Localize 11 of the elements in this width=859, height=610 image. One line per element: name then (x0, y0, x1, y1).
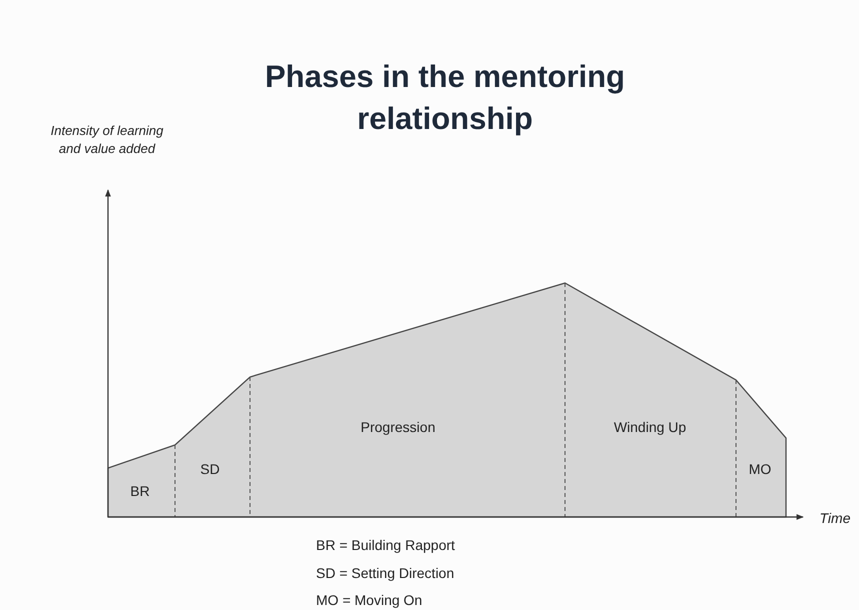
axis-label: Intensity of learning and value added (50, 122, 164, 158)
phase-label: Winding Up (614, 418, 686, 436)
phase-label: BR (130, 482, 150, 500)
axis-label: Time (820, 509, 850, 527)
phase-label: MO (748, 460, 772, 478)
legend-text: MO = Moving On (316, 591, 422, 609)
phase-label: SD (200, 460, 220, 478)
legend-text: BR = Building Rapport (316, 536, 455, 554)
title: Phases in the mentoring relationship (264, 58, 626, 138)
legend-text: SD = Setting Direction (316, 564, 454, 582)
phase-label: Progression (360, 418, 436, 436)
